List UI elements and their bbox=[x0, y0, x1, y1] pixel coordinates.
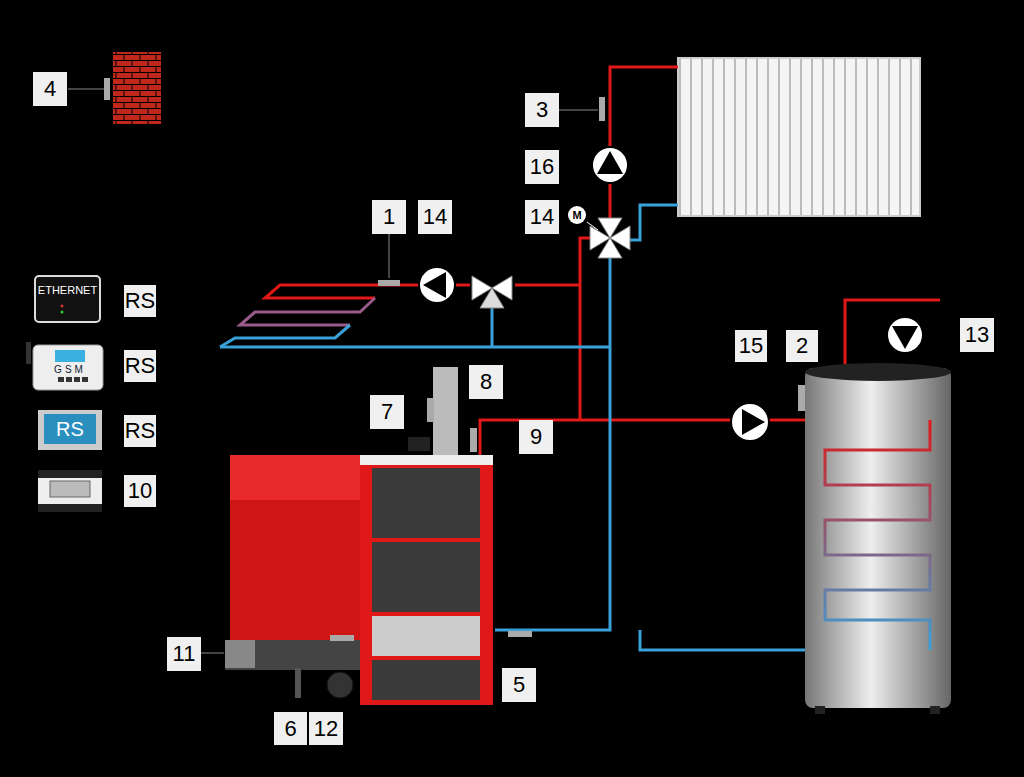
brick-wall bbox=[113, 52, 161, 124]
callout-number: 14 bbox=[418, 200, 452, 234]
callout-number: RS bbox=[124, 415, 156, 447]
callout-number: 15 bbox=[735, 330, 767, 362]
callout-number: 10 bbox=[124, 475, 156, 507]
callout-number: 11 bbox=[167, 637, 201, 671]
device-text: GSM bbox=[40, 362, 100, 376]
callout-number: 3 bbox=[525, 93, 559, 127]
ethernet-module bbox=[35, 276, 100, 322]
boiler bbox=[225, 367, 493, 705]
device-text: RS bbox=[46, 416, 94, 442]
callout-number: 13 bbox=[960, 318, 994, 352]
room-thermostat bbox=[38, 470, 102, 512]
callout-number: 5 bbox=[502, 668, 536, 702]
callout-number: 14 bbox=[525, 200, 559, 234]
outdoor-sensor bbox=[104, 78, 110, 100]
temperature-sensors bbox=[330, 97, 805, 641]
floor-heating bbox=[220, 285, 385, 347]
pumps bbox=[419, 147, 923, 441]
radiator bbox=[678, 58, 920, 216]
callout-number: 2 bbox=[786, 330, 818, 362]
callout-number: 1 bbox=[372, 200, 406, 234]
callout-number: 6 bbox=[274, 712, 307, 745]
device-text: ETHERNET bbox=[37, 280, 98, 300]
callout-number: 7 bbox=[370, 395, 404, 429]
callout-number: 8 bbox=[469, 365, 503, 399]
hot-water-tank bbox=[805, 368, 951, 708]
callout-number: RS bbox=[124, 285, 156, 317]
callout-number: 16 bbox=[525, 150, 559, 184]
callout-number: 4 bbox=[33, 72, 67, 106]
callout-number: 12 bbox=[309, 712, 343, 745]
callout-number: 9 bbox=[519, 420, 553, 454]
actuator-symbol: M bbox=[568, 206, 586, 224]
gsm-module bbox=[33, 345, 103, 390]
room-panel bbox=[38, 410, 102, 450]
callout-number: RS bbox=[124, 350, 156, 382]
